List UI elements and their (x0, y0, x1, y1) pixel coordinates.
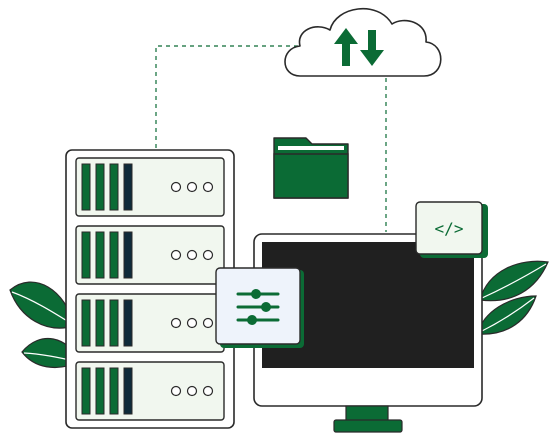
drive-bay (81, 299, 91, 347)
code-icon: </> (435, 219, 464, 238)
server-unit (75, 361, 225, 421)
drive-bay (109, 231, 119, 279)
cloud-sync-icon (284, 8, 442, 77)
settings-card (215, 267, 304, 348)
drive-bay (81, 163, 91, 211)
status-light-icon (186, 385, 198, 397)
leaf-icon (477, 260, 549, 335)
server-rack-icon (65, 149, 235, 429)
status-light-icon (170, 249, 182, 261)
drive-bay (123, 299, 133, 347)
drive-bay (95, 163, 105, 211)
dashed-connectors (155, 45, 387, 232)
drive-bay (109, 367, 119, 415)
drive-bay (123, 367, 133, 415)
status-light-icon (170, 317, 182, 329)
server-unit (75, 157, 225, 217)
drive-bay (81, 367, 91, 415)
download-arrow-icon (360, 30, 384, 66)
sliders-icon (236, 289, 280, 325)
drive-bay (95, 367, 105, 415)
drive-bay (95, 299, 105, 347)
drive-bay (95, 231, 105, 279)
status-light-icon (186, 317, 198, 329)
status-light-icon (202, 385, 214, 397)
upload-arrow-icon (334, 28, 358, 66)
drive-bay (123, 163, 133, 211)
status-light-icon (170, 385, 182, 397)
server-unit (75, 293, 225, 353)
folder-icon (273, 137, 349, 199)
status-light-icon (186, 181, 198, 193)
status-light-icon (202, 317, 214, 329)
drive-bay (123, 231, 133, 279)
drive-bay (81, 231, 91, 279)
server-unit (75, 225, 225, 285)
status-light-icon (202, 249, 214, 261)
drive-bay (109, 163, 119, 211)
status-light-icon (170, 181, 182, 193)
code-window: </> (415, 201, 488, 258)
drive-bay (109, 299, 119, 347)
status-light-icon (186, 249, 198, 261)
monitor-base (333, 419, 403, 433)
status-light-icon (202, 181, 214, 193)
